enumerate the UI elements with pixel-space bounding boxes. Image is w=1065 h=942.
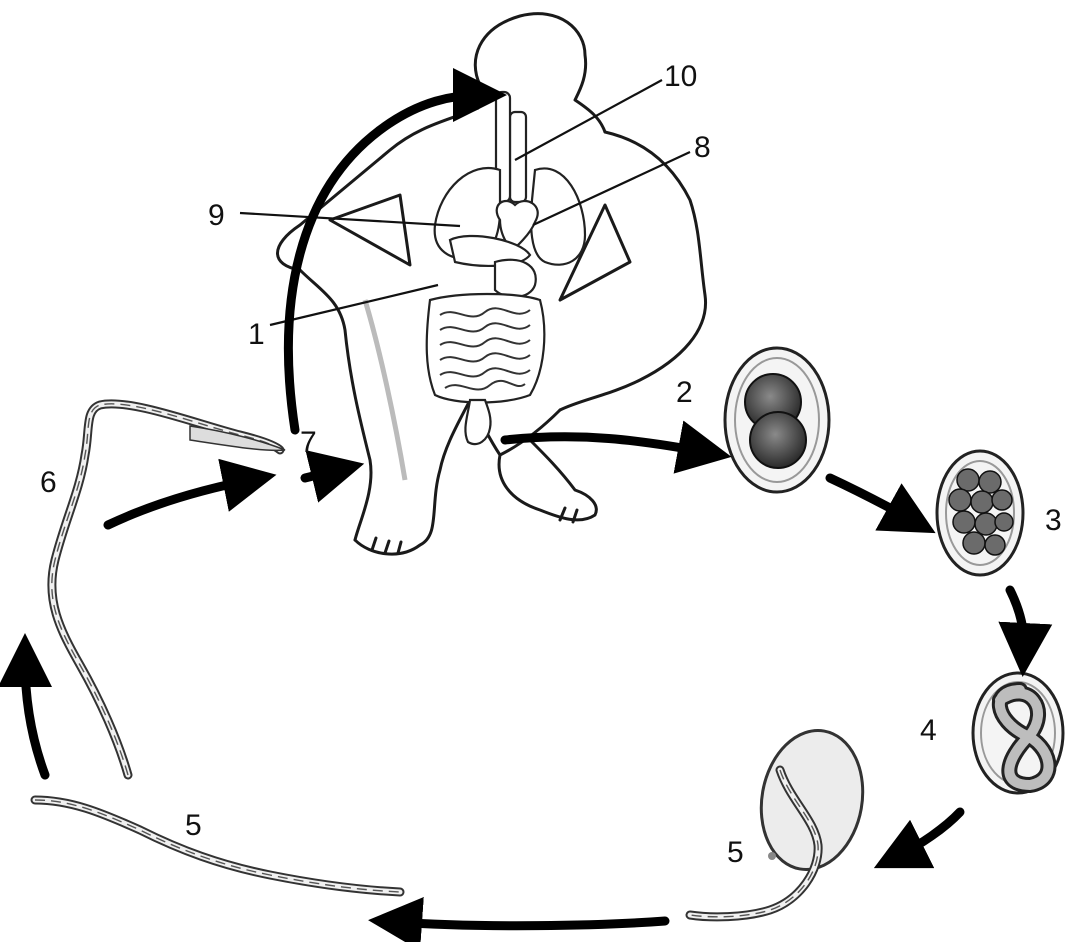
arrow-egg4-to-hatch bbox=[898, 812, 960, 856]
human-figure bbox=[278, 14, 706, 554]
leader-9 bbox=[240, 213, 460, 226]
label-7: 7 bbox=[300, 426, 317, 459]
egg-stage-5-hatching bbox=[690, 722, 873, 916]
label-10: 10 bbox=[664, 60, 697, 93]
larva-stage-5 bbox=[35, 800, 400, 892]
rectum bbox=[465, 400, 490, 444]
internal-organs bbox=[427, 92, 585, 444]
egg-stage-3 bbox=[937, 451, 1023, 575]
arrow-hatch-to-larva5 bbox=[395, 921, 665, 926]
stomach bbox=[495, 260, 536, 297]
label-3: 3 bbox=[1045, 504, 1062, 537]
label-2: 2 bbox=[676, 376, 693, 409]
human-back bbox=[560, 132, 706, 410]
human-left-arm bbox=[330, 195, 410, 265]
label-5-larva: 5 bbox=[185, 809, 202, 842]
arrow-7-to-human bbox=[305, 470, 338, 478]
label-4: 4 bbox=[920, 714, 937, 747]
larva-stage-6 bbox=[52, 404, 285, 775]
label-5-hatching: 5 bbox=[727, 836, 744, 869]
human-right-leg bbox=[499, 410, 596, 520]
label-8: 8 bbox=[694, 131, 711, 164]
trachea bbox=[510, 112, 526, 202]
right-lung bbox=[531, 168, 585, 264]
arrow-egg2-to-egg3 bbox=[830, 478, 912, 520]
egg-stage-4-larva bbox=[973, 673, 1063, 793]
large-intestine bbox=[427, 294, 545, 403]
label-9: 9 bbox=[208, 199, 225, 232]
egg-stage-2 bbox=[725, 348, 829, 492]
human-head bbox=[475, 14, 605, 132]
arrow-larva6-to-7 bbox=[108, 480, 250, 525]
label-6: 6 bbox=[40, 466, 57, 499]
arrow-larva5-to-larva6 bbox=[25, 660, 45, 775]
label-1: 1 bbox=[248, 318, 265, 351]
leader-10 bbox=[515, 80, 662, 160]
arrow-egg3-to-egg4 bbox=[1010, 590, 1024, 650]
